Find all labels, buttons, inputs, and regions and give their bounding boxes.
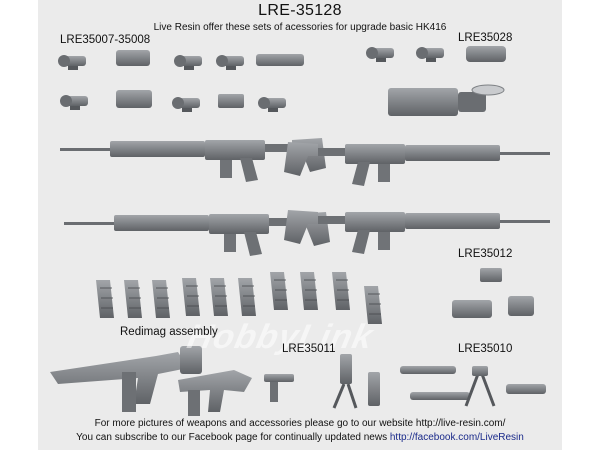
label-redimag: Redimag assembly — [120, 326, 218, 338]
label-night-vision: LRE35028 — [458, 32, 513, 44]
product-subtitle: Live Resin offer these sets of acessorie… — [153, 22, 447, 33]
optic-set-row-2 — [60, 90, 286, 112]
optic-set-row-1 — [58, 50, 304, 70]
footer-facebook-text: You can subscribe to our Facebook page f… — [76, 432, 388, 443]
facebook-link[interactable]: http://facebook.com/LiveResin — [389, 432, 524, 443]
footer-website-line: For more pictures of weapons and accesso… — [94, 418, 506, 429]
redimag-assembly-art — [50, 346, 252, 416]
night-vision-set — [366, 46, 506, 116]
label-grips: LRE35011 — [282, 343, 336, 355]
light-module-set — [452, 268, 534, 318]
label-light-module: LRE35012 — [458, 248, 513, 260]
bipods-set — [400, 366, 546, 407]
product-title: LRE-35128 — [258, 2, 342, 19]
grips-set — [264, 354, 380, 409]
label-optics-set: LRE35007-35008 — [60, 34, 151, 46]
footer-facebook-line: You can subscribe to our Facebook page f… — [38, 432, 562, 443]
magazines — [95, 271, 383, 325]
label-bipods: LRE35010 — [458, 343, 513, 355]
product-illustration — [50, 46, 550, 416]
product-sheet: HobbyLink LRE-35128 Live Resin offer the… — [38, 0, 562, 450]
